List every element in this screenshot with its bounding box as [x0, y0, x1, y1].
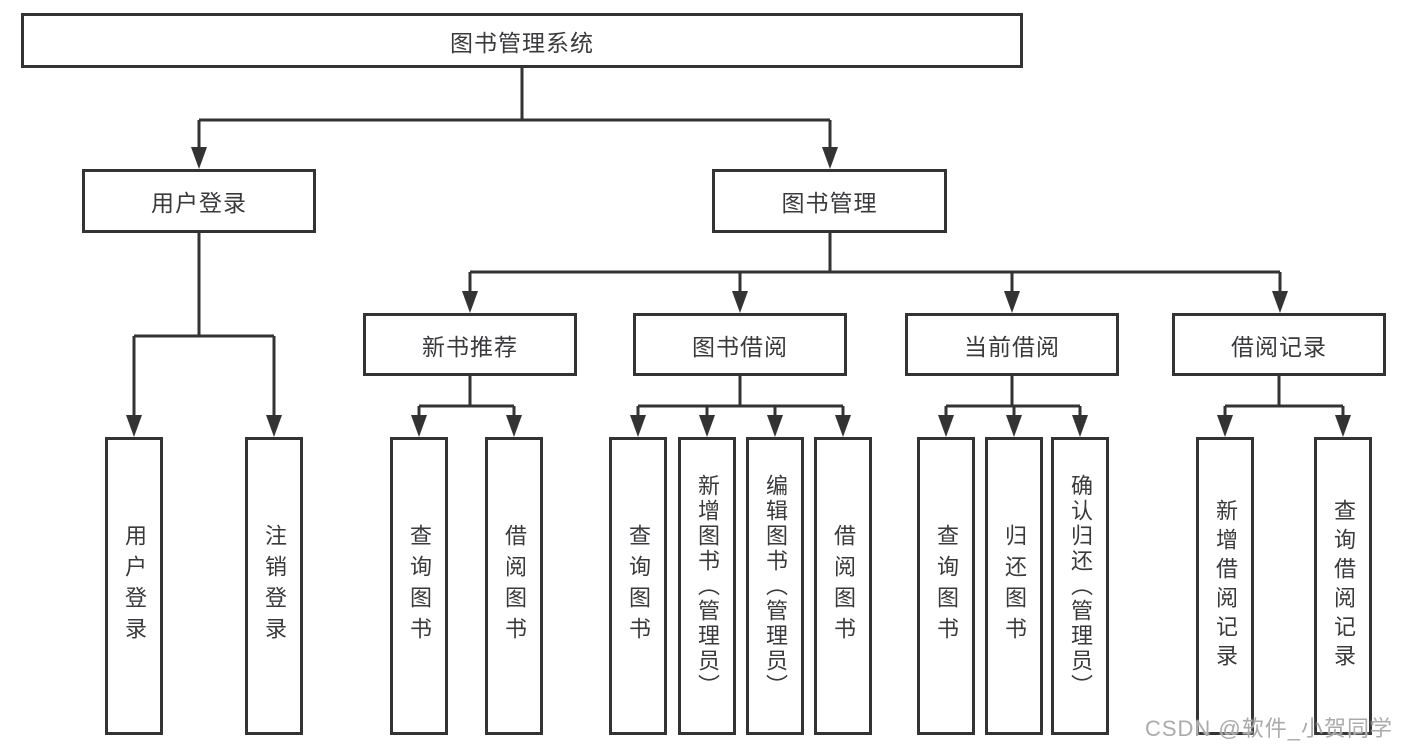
node-label: 当前借阅: [964, 333, 1060, 360]
leaf-confirm-return-admin: 确认归还（管理员）: [1051, 437, 1109, 735]
node-library-management-system: 图书管理系统: [21, 13, 1023, 68]
leaf-query-books-recommendation: 查询图书: [390, 437, 448, 735]
node-new-book-recommendation: 新书推荐: [363, 313, 577, 376]
node-borrowing-records: 借阅记录: [1172, 313, 1386, 376]
node-label: 查询图书: [934, 524, 959, 648]
node-book-borrowing: 图书借阅: [633, 313, 847, 376]
node-label: 新增借阅记录: [1213, 499, 1238, 673]
leaf-query-books-borrowing: 查询图书: [609, 437, 667, 735]
node-label: 新增图书（管理员）: [695, 473, 720, 699]
csdn-watermark: CSDN @软件_小贺同学: [1144, 716, 1393, 741]
node-label: 借阅图书: [502, 524, 527, 648]
node-label: 用户登录: [122, 524, 147, 648]
node-label: 图书借阅: [692, 333, 788, 360]
node-label: 归还图书: [1002, 524, 1027, 648]
node-label: 注销登录: [262, 524, 287, 648]
node-label: 借阅图书: [831, 524, 856, 648]
leaf-return-books: 归还图书: [985, 437, 1043, 735]
leaf-query-books-current: 查询图书: [917, 437, 975, 735]
node-label: 图书管理系统: [450, 29, 594, 56]
node-label: 用户登录: [151, 190, 247, 216]
node-user-login: 用户登录: [82, 169, 316, 233]
node-label: 新书推荐: [422, 333, 518, 360]
leaf-query-borrow-record: 查询借阅记录: [1314, 437, 1372, 735]
node-label: 确认归还（管理员）: [1068, 473, 1093, 699]
leaf-add-books-admin: 新增图书（管理员）: [678, 437, 736, 735]
node-label: 查询图书: [626, 524, 651, 648]
node-label: 查询借阅记录: [1331, 499, 1356, 673]
leaf-borrow-books-recommendation: 借阅图书: [485, 437, 543, 735]
leaf-add-borrow-record: 新增借阅记录: [1196, 437, 1254, 735]
arrowheads: [126, 147, 1351, 437]
node-label: 借阅记录: [1231, 333, 1327, 360]
node-book-management: 图书管理: [712, 169, 947, 233]
node-label: 图书管理: [781, 190, 878, 216]
leaf-borrow-books-borrowing: 借阅图书: [814, 437, 872, 735]
node-current-borrowing: 当前借阅: [905, 313, 1119, 376]
node-label: 编辑图书（管理员）: [763, 473, 788, 699]
leaf-user-login: 用户登录: [105, 437, 163, 735]
node-label: 查询图书: [407, 524, 432, 648]
leaf-logout: 注销登录: [245, 437, 303, 735]
leaf-edit-books-admin: 编辑图书（管理员）: [746, 437, 804, 735]
